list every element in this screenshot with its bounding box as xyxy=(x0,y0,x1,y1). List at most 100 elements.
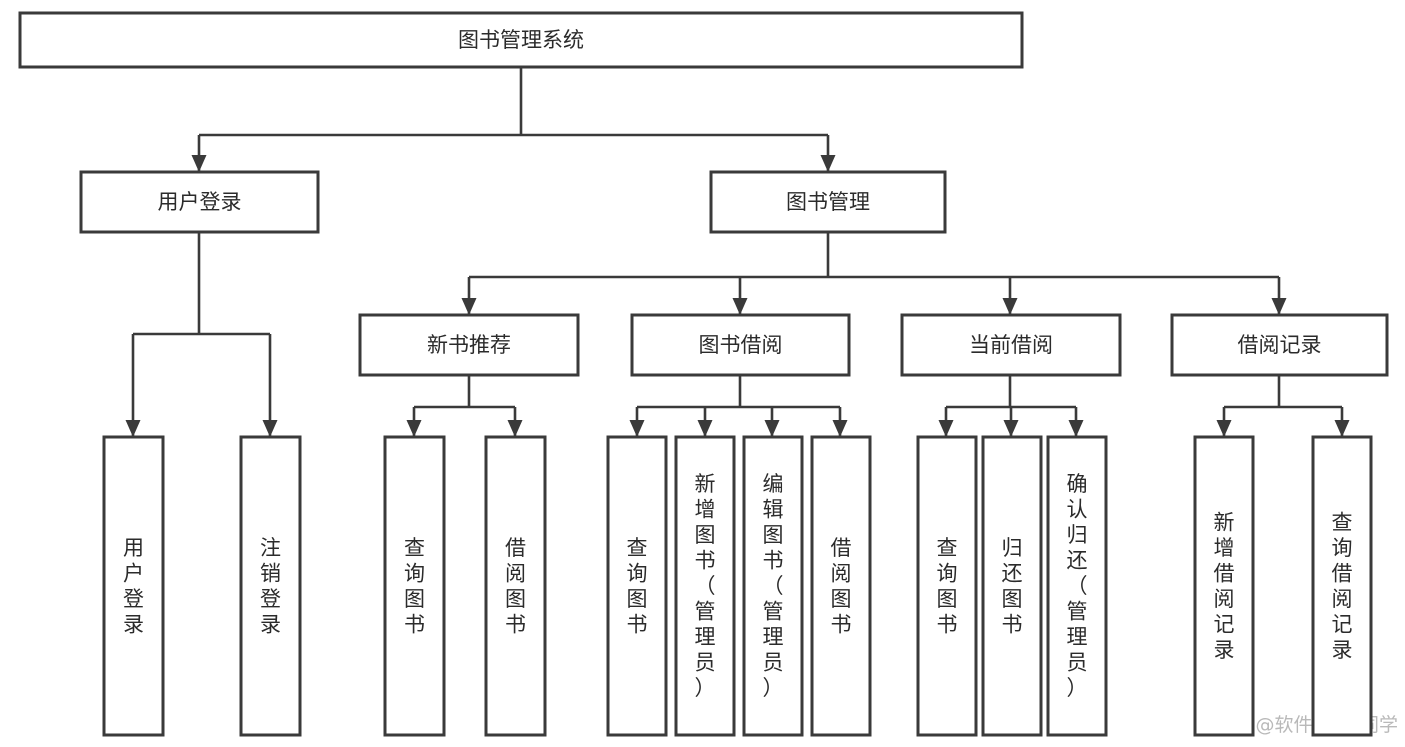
node-root[interactable]: 图书管理系统 xyxy=(18,11,1024,69)
node-label-char: 管 xyxy=(763,600,784,624)
node-box-leaf-query-book-recommend xyxy=(383,435,446,737)
node-label-char: 图 xyxy=(695,523,716,547)
arrow-head-icon xyxy=(507,420,523,437)
node-label-char: 图 xyxy=(831,587,852,611)
node-label-char: 书 xyxy=(505,612,526,636)
node-label-char: 询 xyxy=(404,561,425,585)
node-label-char: 增 xyxy=(1214,536,1235,560)
node-label-char: 询 xyxy=(937,561,958,585)
node-label-char: 图 xyxy=(1002,587,1023,611)
node-leaf-borrow-book[interactable]: 借阅图书借阅图书 xyxy=(0,0,872,737)
node-user-login[interactable]: 用户登录 xyxy=(79,170,320,234)
node-label-char: 理 xyxy=(1067,625,1088,649)
node-leaf-query-book-borrow[interactable]: 查询图书查询图书 xyxy=(0,0,668,737)
node-label-char: 录 xyxy=(1214,638,1235,662)
node-label-char: 管 xyxy=(1067,600,1088,624)
node-leaf-query-book-current[interactable]: 查询图书查询图书 xyxy=(0,0,978,737)
arrow-head-icon xyxy=(820,155,836,172)
node-label-char: 阅 xyxy=(831,561,852,585)
connector-user-login-to-leaves xyxy=(125,232,278,437)
node-label-char: 登 xyxy=(123,587,144,611)
node-label-char: 询 xyxy=(1332,536,1353,560)
node-leaf-borrow-book-recommend[interactable]: 借阅图书借阅图书 xyxy=(0,0,547,737)
connector-book-management-to-level3 xyxy=(461,232,1287,315)
node-box-leaf-logout-login xyxy=(239,435,302,737)
node-box-leaf-user-login xyxy=(102,435,165,737)
arrow-head-icon xyxy=(1002,298,1018,315)
node-leaf-query-book-recommend[interactable]: 查询图书查询图书 xyxy=(0,0,446,737)
node-label-char: 员 xyxy=(695,651,716,675)
node-label-char: 理 xyxy=(695,625,716,649)
arrow-head-icon xyxy=(1216,420,1232,437)
node-label-char: 图 xyxy=(505,587,526,611)
node-leaf-user-login[interactable]: 用户登录用户登录 xyxy=(0,0,165,737)
node-label-char: 销 xyxy=(260,561,281,585)
node-label-char: 记 xyxy=(1214,612,1235,636)
node-box-new-book-recommend xyxy=(358,313,580,377)
node-label-char: 管 xyxy=(695,600,716,624)
arrow-head-icon xyxy=(191,155,207,172)
arrow-head-icon xyxy=(938,420,954,437)
node-leaf-query-borrow-record[interactable]: 查询借阅记录查询借阅记录 xyxy=(0,0,1373,737)
connector-book-borrow-to-leaves xyxy=(629,375,848,437)
node-label-char: 书 xyxy=(627,612,648,636)
node-borrow-records[interactable]: 借阅记录 xyxy=(1170,313,1389,377)
node-label-char: 书 xyxy=(404,612,425,636)
node-label-current-borrow: 当前借阅 xyxy=(969,333,1053,357)
node-label-char: 员 xyxy=(763,651,784,675)
node-label-char: 归 xyxy=(1002,536,1023,560)
node-label-char: 归 xyxy=(1067,523,1088,547)
node-box-user-login xyxy=(79,170,320,234)
node-label-char: 查 xyxy=(627,536,648,560)
node-label-char: 录 xyxy=(1332,638,1353,662)
arrow-head-icon xyxy=(1068,420,1084,437)
node-layer: 图书管理系统用户登录图书管理新书推荐图书借阅当前借阅借阅记录用户登录用户登录注销… xyxy=(0,0,1389,737)
node-label-char: ） xyxy=(695,676,716,700)
node-box-leaf-return-book xyxy=(981,435,1043,737)
node-label-char: 图 xyxy=(763,523,784,547)
node-box-book-borrow xyxy=(630,313,851,377)
node-label-char: 借 xyxy=(1214,561,1235,585)
node-label-char: 询 xyxy=(627,561,648,585)
node-box-leaf-edit-book-admin xyxy=(742,435,804,737)
node-label-book-management: 图书管理 xyxy=(786,190,870,214)
node-box-leaf-borrow-book xyxy=(810,435,872,737)
node-label-char: 书 xyxy=(937,612,958,636)
node-label-char: 登 xyxy=(260,587,281,611)
node-box-leaf-add-book-admin xyxy=(674,435,736,737)
arrow-head-icon xyxy=(697,420,713,437)
node-box-leaf-borrow-book-recommend xyxy=(484,435,547,737)
node-book-borrow[interactable]: 图书借阅 xyxy=(630,313,851,377)
node-label-char: （ xyxy=(763,574,784,598)
node-label-char: 阅 xyxy=(505,561,526,585)
node-label-char: 借 xyxy=(505,536,526,560)
node-label-char: 书 xyxy=(763,549,784,573)
arrow-head-icon xyxy=(406,420,422,437)
node-label-borrow-records: 借阅记录 xyxy=(1238,333,1322,357)
node-leaf-logout-login[interactable]: 注销登录注销登录 xyxy=(0,0,302,737)
node-label-char: 辑 xyxy=(763,498,784,522)
node-leaf-return-book[interactable]: 归还图书归还图书 xyxy=(0,0,1043,737)
node-current-borrow[interactable]: 当前借阅 xyxy=(900,313,1122,377)
node-book-management[interactable]: 图书管理 xyxy=(709,170,947,234)
node-new-book-recommend[interactable]: 新书推荐 xyxy=(358,313,580,377)
node-label-char: 新 xyxy=(1214,510,1235,534)
node-box-borrow-records xyxy=(1170,313,1389,377)
node-label-char: 增 xyxy=(695,498,716,522)
node-box-leaf-query-book-current xyxy=(916,435,978,737)
connector-borrow-records-to-leaves xyxy=(1216,375,1350,437)
node-label-char: 理 xyxy=(763,625,784,649)
node-label-char: 图 xyxy=(937,587,958,611)
arrow-head-icon xyxy=(461,298,477,315)
node-label-char: 员 xyxy=(1067,651,1088,675)
node-label-char: （ xyxy=(695,574,716,598)
arrow-head-icon xyxy=(262,420,278,437)
node-label-char: 书 xyxy=(1002,612,1023,636)
node-label-char: 阅 xyxy=(1214,587,1235,611)
node-label-char: ） xyxy=(1067,676,1088,700)
node-leaf-add-borrow-record[interactable]: 新增借阅记录新增借阅记录 xyxy=(0,0,1255,737)
node-label-char: 书 xyxy=(831,612,852,636)
